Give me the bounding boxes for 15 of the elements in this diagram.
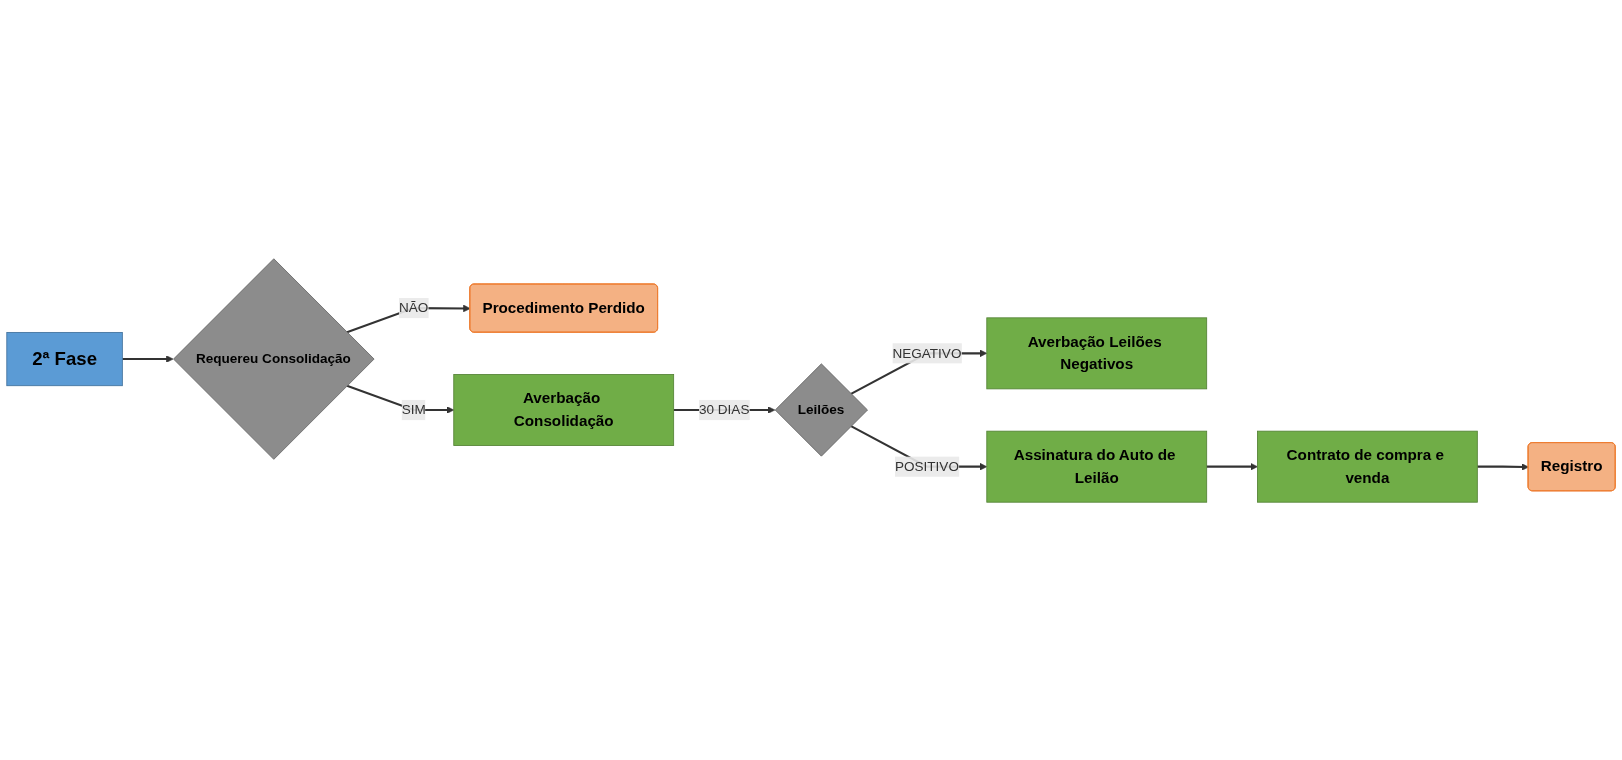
node-box: Contrato de compra e venda (1257, 430, 1478, 503)
node-box: Averbação Consolidação (453, 373, 675, 446)
edge-label: NÃO (399, 300, 429, 315)
arrow (1477, 462, 1529, 471)
node-box: Assinatura do Auto de Leilão (986, 430, 1208, 503)
arrow (1206, 462, 1258, 470)
node-box: Averbação Leilões Negativos (986, 316, 1208, 389)
edge-label: POSITIVO (894, 458, 959, 473)
node-diamond: Leilões (774, 362, 868, 457)
edge-label: 30 DIAS (699, 401, 750, 417)
arrow (122, 354, 174, 363)
node-diamond: Requereu Consolidação (173, 257, 375, 460)
node-box: 2ª Fase (6, 331, 123, 386)
edge-label: SIM (401, 401, 426, 417)
edge-label: NEGATIVO (892, 345, 962, 360)
